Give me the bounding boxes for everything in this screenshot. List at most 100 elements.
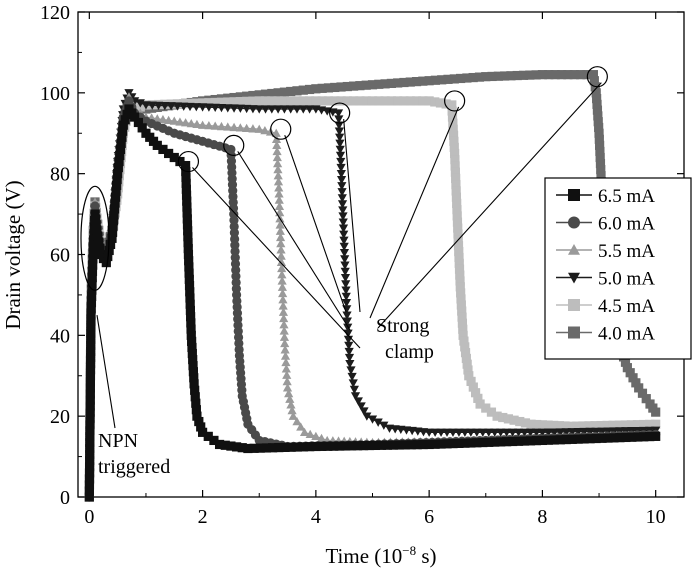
data-point bbox=[86, 310, 96, 320]
data-point bbox=[243, 443, 253, 454]
data-point bbox=[338, 218, 348, 227]
data-point bbox=[182, 208, 192, 218]
data-point bbox=[634, 383, 644, 393]
data-point bbox=[260, 89, 271, 99]
data-point bbox=[280, 351, 291, 360]
data-point bbox=[481, 403, 491, 413]
data-point bbox=[88, 241, 98, 252]
data-point bbox=[430, 428, 440, 437]
data-point bbox=[273, 96, 283, 106]
data-point bbox=[555, 428, 565, 437]
data-point bbox=[254, 105, 264, 114]
data-point bbox=[181, 160, 191, 171]
data-point bbox=[197, 120, 208, 129]
data-point bbox=[183, 249, 194, 260]
data-point bbox=[595, 140, 605, 150]
data-point bbox=[549, 420, 559, 431]
data-point bbox=[317, 441, 327, 451]
data-point bbox=[576, 70, 586, 80]
data-point bbox=[86, 340, 96, 351]
data-point bbox=[568, 299, 580, 311]
data-point bbox=[105, 239, 116, 249]
data-point bbox=[515, 416, 525, 427]
data-point bbox=[181, 172, 191, 183]
data-point bbox=[468, 72, 478, 83]
data-point bbox=[204, 121, 214, 130]
data-point bbox=[182, 196, 192, 206]
data-point bbox=[107, 227, 118, 238]
data-point bbox=[196, 422, 206, 432]
data-point bbox=[468, 382, 478, 392]
data-point bbox=[275, 220, 285, 229]
data-point bbox=[336, 169, 346, 179]
data-point bbox=[242, 91, 252, 101]
data-point bbox=[335, 441, 345, 451]
data-point bbox=[519, 428, 530, 437]
data-point bbox=[520, 418, 531, 428]
data-point bbox=[341, 292, 351, 301]
data-point bbox=[249, 443, 259, 453]
data-point bbox=[456, 294, 466, 304]
data-point bbox=[279, 313, 289, 323]
data-point bbox=[508, 428, 518, 437]
data-point bbox=[333, 109, 344, 118]
data-point bbox=[292, 442, 302, 452]
data-point bbox=[513, 436, 524, 446]
data-point bbox=[334, 127, 344, 136]
data-point bbox=[493, 71, 503, 81]
data-point bbox=[280, 345, 290, 354]
data-point bbox=[86, 328, 96, 338]
data-point bbox=[550, 70, 560, 80]
data-point bbox=[282, 376, 292, 386]
data-point bbox=[454, 258, 464, 268]
data-point bbox=[353, 441, 363, 451]
data-point bbox=[87, 291, 97, 301]
data-point bbox=[338, 206, 348, 215]
data-point bbox=[214, 439, 225, 450]
data-point bbox=[231, 442, 242, 452]
data-point bbox=[496, 437, 506, 447]
data-point bbox=[311, 84, 321, 94]
data-point bbox=[85, 419, 95, 429]
data-point bbox=[459, 336, 469, 346]
data-point bbox=[506, 71, 516, 81]
y-tick-label: 120 bbox=[40, 2, 70, 24]
npn-label-line1: NPN bbox=[98, 430, 138, 452]
data-point bbox=[90, 214, 101, 225]
data-point bbox=[112, 180, 122, 191]
data-point bbox=[141, 101, 151, 110]
data-point bbox=[101, 257, 111, 268]
data-point bbox=[379, 421, 389, 430]
data-point bbox=[412, 440, 422, 450]
data-point bbox=[323, 441, 333, 451]
data-point bbox=[273, 171, 283, 180]
data-point bbox=[278, 288, 288, 298]
data-point bbox=[278, 295, 288, 304]
data-point bbox=[323, 83, 334, 93]
data-point bbox=[182, 220, 193, 230]
data-point bbox=[602, 420, 612, 431]
data-point bbox=[594, 134, 604, 144]
data-point bbox=[484, 437, 494, 447]
data-point bbox=[367, 96, 378, 106]
data-point bbox=[631, 378, 641, 388]
data-point bbox=[418, 96, 428, 106]
data-point bbox=[273, 105, 283, 114]
data-point bbox=[356, 402, 366, 411]
data-point bbox=[260, 125, 270, 135]
y-tick-label: 20 bbox=[50, 406, 70, 428]
data-point bbox=[85, 456, 95, 466]
data-point bbox=[458, 330, 468, 340]
data-point bbox=[274, 189, 284, 198]
data-point bbox=[380, 79, 390, 89]
clamp-circle bbox=[444, 90, 466, 112]
y-tick-label: 80 bbox=[50, 164, 70, 186]
data-point bbox=[152, 114, 162, 123]
data-point bbox=[339, 248, 350, 258]
clamp-circle bbox=[177, 150, 200, 173]
data-point bbox=[393, 78, 403, 88]
data-point bbox=[279, 332, 290, 341]
data-point bbox=[286, 105, 296, 114]
data-point bbox=[628, 373, 638, 383]
data-point bbox=[454, 252, 464, 263]
